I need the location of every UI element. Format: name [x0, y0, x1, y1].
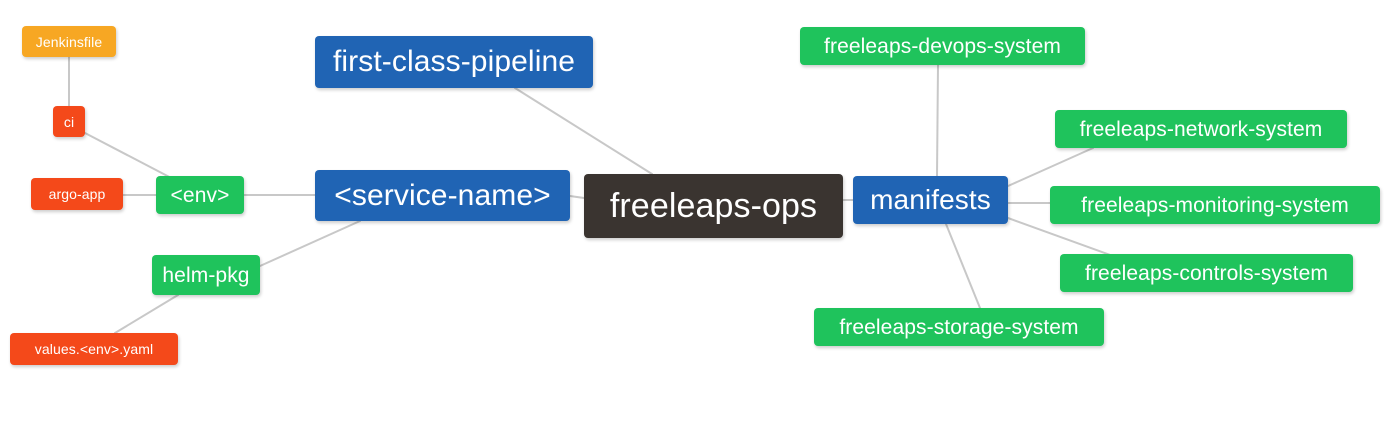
- mindmap-node-first-class-pipeline[interactable]: first-class-pipeline: [315, 36, 593, 88]
- mindmap-node-manifests[interactable]: manifests: [853, 176, 1008, 224]
- mindmap-edge-manifests-to-network-system: [1007, 147, 1094, 187]
- mindmap-node-jenkinsfile[interactable]: Jenkinsfile: [22, 26, 116, 57]
- mindmap-node-label: freeleaps-ops: [609, 187, 818, 225]
- mindmap-node-label: manifests: [870, 184, 991, 215]
- mindmap-edge-values-yaml-to-helm-pkg: [114, 294, 179, 334]
- mindmap-node-label: Jenkinsfile: [35, 33, 103, 50]
- mindmap-edge-service-name-to-freeleaps-ops: [569, 195, 585, 199]
- mindmap-node-label: freeleaps-devops-system: [824, 34, 1061, 58]
- mindmap-node-devops-system[interactable]: freeleaps-devops-system: [800, 27, 1085, 65]
- mindmap-node-helm-pkg[interactable]: helm-pkg: [152, 255, 260, 295]
- mindmap-node-label: ci: [63, 113, 75, 130]
- mindmap-node-label: freeleaps-network-system: [1079, 117, 1323, 141]
- mindmap-node-label: values.<env>.yaml: [34, 341, 154, 357]
- mindmap-node-freeleaps-ops[interactable]: freeleaps-ops: [584, 174, 843, 238]
- mindmap-node-label: <service-name>: [334, 178, 551, 212]
- mindmap-edge-first-class-pipeline-to-freeleaps-ops: [514, 87, 653, 175]
- mindmap-node-ci[interactable]: ci: [53, 106, 85, 137]
- mindmap-node-env[interactable]: <env>: [156, 176, 244, 214]
- mindmap-node-values-yaml[interactable]: values.<env>.yaml: [10, 333, 178, 365]
- mindmap-node-argo-app[interactable]: argo-app: [31, 178, 123, 210]
- mindmap-edge-helm-pkg-to-service-name: [259, 220, 361, 267]
- mindmap-node-label: first-class-pipeline: [332, 45, 576, 78]
- mindmap-node-monitoring-system[interactable]: freeleaps-monitoring-system: [1050, 186, 1380, 224]
- mindmap-node-storage-system[interactable]: freeleaps-storage-system: [814, 308, 1104, 346]
- mindmap-node-label: freeleaps-storage-system: [839, 315, 1079, 339]
- mindmap-node-label: freeleaps-controls-system: [1085, 261, 1328, 285]
- mindmap-node-label: <env>: [170, 183, 230, 207]
- mindmap-node-network-system[interactable]: freeleaps-network-system: [1055, 110, 1347, 148]
- mindmap-node-label: freeleaps-monitoring-system: [1081, 193, 1349, 217]
- mindmap-edge-manifests-to-storage-system: [945, 223, 981, 309]
- mindmap-edge-manifests-to-devops-system: [936, 64, 939, 177]
- mindmap-node-label: argo-app: [48, 186, 106, 202]
- mindmap-node-service-name[interactable]: <service-name>: [315, 170, 570, 221]
- mindmap-node-controls-system[interactable]: freeleaps-controls-system: [1060, 254, 1353, 292]
- mindmap-node-label: helm-pkg: [162, 263, 250, 287]
